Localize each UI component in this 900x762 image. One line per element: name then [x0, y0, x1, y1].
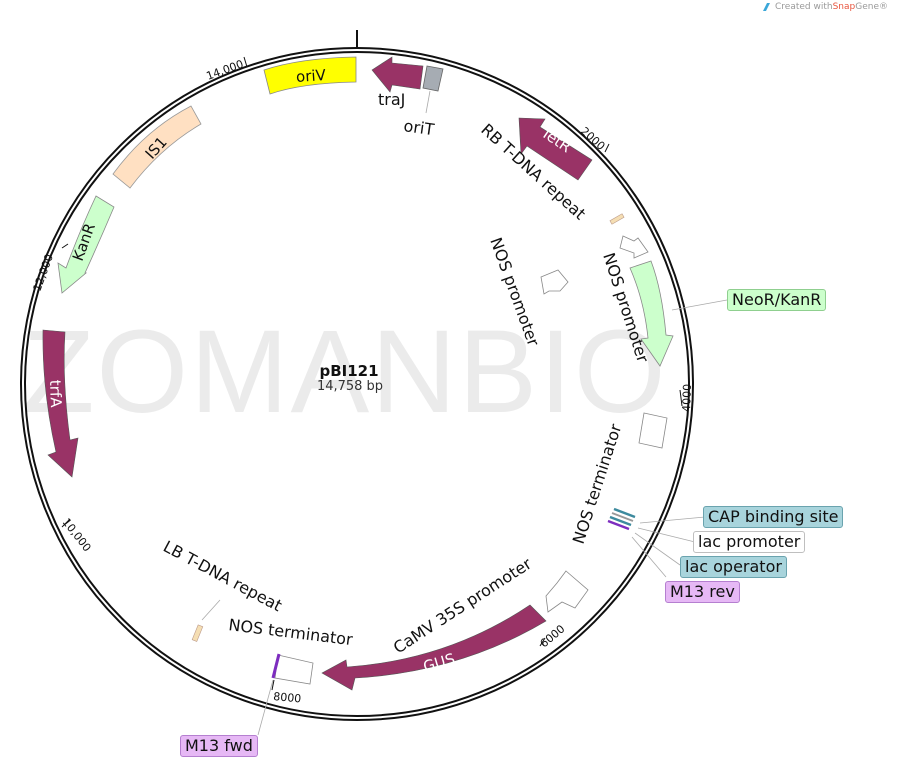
label-oriT: oriT [402, 116, 435, 139]
credit-prefix: Created with [775, 2, 833, 12]
leader-m13-fwd [257, 679, 274, 736]
feature-oriT[interactable] [422, 65, 444, 114]
label-cap-binding-site[interactable]: CAP binding site [703, 506, 844, 528]
tick-marks [61, 56, 683, 691]
tick-label-2000: 2000 [578, 125, 608, 153]
credit-suffix: Gene® [855, 2, 888, 12]
feature-label-oriV: oriV [295, 66, 327, 86]
plasmid-name: pBI121 [319, 362, 378, 380]
feature-camv-35s-promoter[interactable] [545, 570, 589, 613]
feature-oriV[interactable]: oriV [263, 56, 357, 95]
feature-traJ[interactable] [371, 56, 424, 93]
backbone [20, 47, 694, 721]
leader-neor [671, 299, 728, 311]
label-traJ: traJ [378, 90, 405, 109]
label-lb-repeat: LB T-DNA repeat [160, 537, 285, 616]
feature-GUS[interactable]: GUS [321, 604, 547, 691]
label-m13-rev[interactable]: M13 rev [665, 581, 740, 603]
feature-nos-terminator-1[interactable] [638, 412, 668, 449]
leader-lb-repeat [201, 599, 221, 621]
watermark: ZOMANBIO [22, 306, 667, 438]
feature-NeoR-KanR[interactable] [629, 260, 674, 367]
tick-label-6000: 6000 [538, 622, 568, 650]
snapgene-logo-icon [763, 3, 770, 11]
plasmid-length: 14,758 bp [317, 379, 383, 394]
tick-label-12000: 12,000 [31, 252, 56, 293]
label-nos-terminator-2: NOS terminator [228, 615, 355, 649]
feature-m13-fwd[interactable] [271, 653, 281, 679]
feature-nos-terminator-2[interactable] [274, 654, 314, 685]
feature-lac-cluster[interactable] [607, 507, 706, 578]
feature-lb-repeat[interactable] [191, 624, 204, 642]
feature-TetR[interactable]: TetR [518, 117, 593, 181]
feature-trfA[interactable]: trfA [42, 329, 79, 478]
tick-label-8000: 8000 [273, 690, 302, 705]
tick-label-4000: 4000 [680, 384, 694, 412]
credit-brand: Snap [832, 2, 856, 12]
label-neor-kanr[interactable]: NeoR/KanR [727, 289, 827, 311]
feature-rb-repeat[interactable] [609, 213, 625, 225]
label-lac-promoter[interactable]: lac promoter [693, 531, 806, 553]
label-m13-fwd[interactable]: M13 fwd [180, 735, 258, 757]
feature-nos-promoter-1[interactable] [619, 235, 649, 259]
label-nos-terminator-1: NOS terminator [569, 421, 626, 546]
feature-label-trfA: trfA [46, 380, 65, 409]
label-lac-operator[interactable]: lac operator [680, 556, 787, 578]
feature-nos-promoter-2[interactable] [540, 269, 569, 295]
